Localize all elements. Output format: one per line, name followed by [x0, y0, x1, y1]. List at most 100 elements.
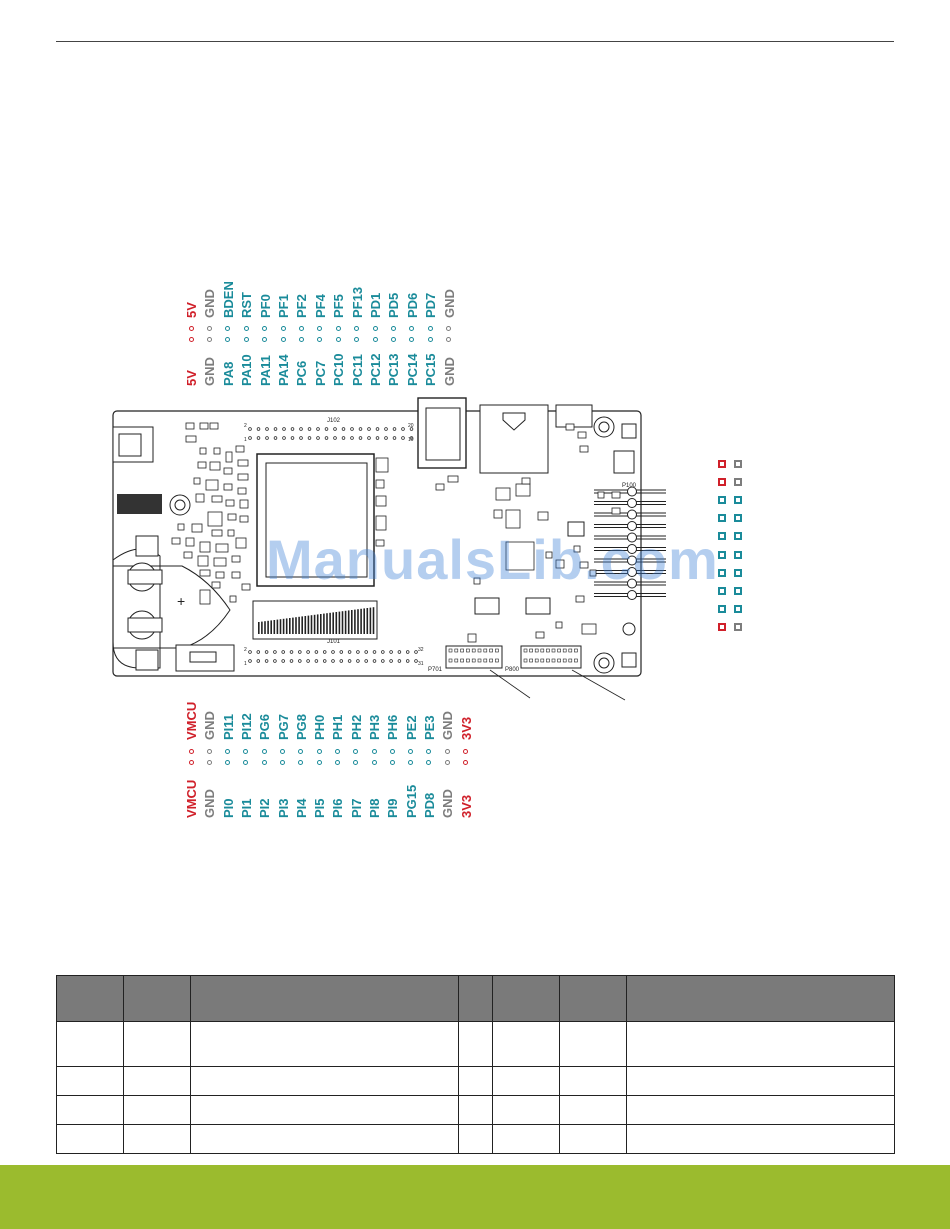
- top-outer-pin-label: PC12: [368, 353, 383, 386]
- header-pin: [367, 436, 371, 440]
- debug-pin: [466, 658, 470, 663]
- pin-dot: [188, 749, 194, 754]
- top-outer-pin-label: PC7: [312, 360, 328, 386]
- pin-dot: [334, 749, 340, 754]
- pin-dot: [262, 326, 268, 331]
- component: [209, 461, 221, 471]
- table-cell: [626, 1124, 895, 1154]
- component: [199, 569, 211, 577]
- pin-1-top: 1: [244, 437, 247, 443]
- header-pin-square: [734, 568, 742, 577]
- component: [193, 477, 201, 485]
- header-pin: [256, 659, 261, 663]
- bot-outer-pin-label: VMCU: [184, 779, 199, 818]
- pin-dot: [206, 337, 212, 342]
- component: [185, 435, 197, 443]
- header-pin: [392, 427, 397, 431]
- reset-button: [567, 521, 585, 537]
- component: [241, 583, 251, 591]
- debug-pin: [562, 658, 567, 663]
- p100-label: P100: [622, 483, 637, 489]
- small-components: [171, 422, 621, 643]
- table-cell: [190, 1124, 459, 1154]
- debug-pin: [562, 648, 567, 653]
- header-pin: [381, 659, 385, 663]
- debug-pin: [495, 648, 499, 653]
- table-header-row: [56, 975, 895, 1022]
- header-pin: [256, 650, 261, 654]
- pin-1-bottom: 1: [244, 661, 247, 667]
- pin-19-top: 19: [408, 437, 414, 443]
- top-outer-pin-label: PC14: [404, 353, 420, 386]
- lcd-comb-bar: [369, 607, 372, 634]
- component: [199, 589, 211, 605]
- p701-label: P701: [428, 667, 443, 673]
- bot-outer-pin-label: PI7: [348, 798, 364, 818]
- header-pin: [389, 650, 393, 654]
- component: [375, 479, 385, 489]
- pin-dot: [390, 337, 396, 342]
- component: [579, 561, 589, 569]
- header-pin: [264, 659, 269, 663]
- header-pin-square: [734, 604, 742, 613]
- pin-dot: [426, 760, 432, 765]
- component: [537, 511, 549, 521]
- lcd-comb-bar: [301, 616, 303, 634]
- lcd-comb-bar: [258, 622, 260, 634]
- header-pin: [316, 427, 320, 431]
- header-pin: [397, 659, 402, 663]
- debug-pin: [448, 658, 453, 663]
- mount-hole-1-in: [174, 499, 186, 511]
- component: [177, 523, 185, 531]
- top-outer-pin-label: PC10: [331, 353, 347, 386]
- pin-dot: [353, 749, 359, 754]
- table-header-cell: [626, 975, 895, 1022]
- component: [555, 621, 563, 629]
- header-pin-square: [718, 586, 726, 595]
- pin-dot: [261, 760, 267, 765]
- lcd-comb-bar: [273, 620, 276, 634]
- component: [227, 529, 235, 537]
- header-pin-ring: [627, 578, 637, 589]
- pin-dot: [408, 749, 414, 754]
- pin-20-top: 20: [408, 423, 414, 429]
- top-outer-pin-label: PC11: [349, 354, 365, 386]
- table-cell: [123, 1021, 191, 1067]
- top-outer-pin-label: PA11: [257, 355, 273, 386]
- header-pin-square: [718, 496, 726, 505]
- header-pin: [347, 659, 352, 663]
- component: [223, 467, 233, 475]
- header-pin: [372, 650, 377, 654]
- header-pin-ring: [627, 486, 637, 497]
- component: [225, 499, 235, 507]
- pin-dot: [188, 326, 194, 331]
- component: [565, 423, 575, 431]
- table-cell: [123, 1095, 191, 1125]
- silabs-logo: [117, 494, 162, 514]
- debug-pin: [574, 648, 578, 653]
- bot-inner-pin-label: PE3: [421, 715, 437, 740]
- header-pin: [389, 659, 393, 663]
- lcd-comb-bar: [276, 619, 279, 634]
- battery-body: [113, 565, 231, 649]
- header-pin: [248, 650, 252, 654]
- header-pin: [375, 427, 380, 431]
- table-row: [56, 1066, 895, 1096]
- lcd-comb-bar: [264, 621, 266, 634]
- header-pin: [333, 436, 337, 440]
- debug-pin: [546, 648, 550, 653]
- table-cell: [190, 1095, 459, 1125]
- mount-hole-2-in: [598, 421, 610, 433]
- lcd-comb-bar: [310, 615, 313, 634]
- bot-outer-pin-label: 3V3: [458, 794, 474, 818]
- table-cell: [559, 1124, 627, 1154]
- header-pin: [248, 659, 252, 663]
- bot-inner-pin-label: 3V3: [458, 716, 474, 740]
- pin-dot: [316, 760, 322, 765]
- table-cell: [626, 1021, 895, 1067]
- top-inner-pin-label: GND: [441, 289, 457, 318]
- top-inner-pin-label: PF1: [276, 294, 291, 318]
- header-pin: [290, 436, 295, 440]
- debug-pin: [568, 648, 573, 653]
- page-header-rule: [56, 41, 894, 42]
